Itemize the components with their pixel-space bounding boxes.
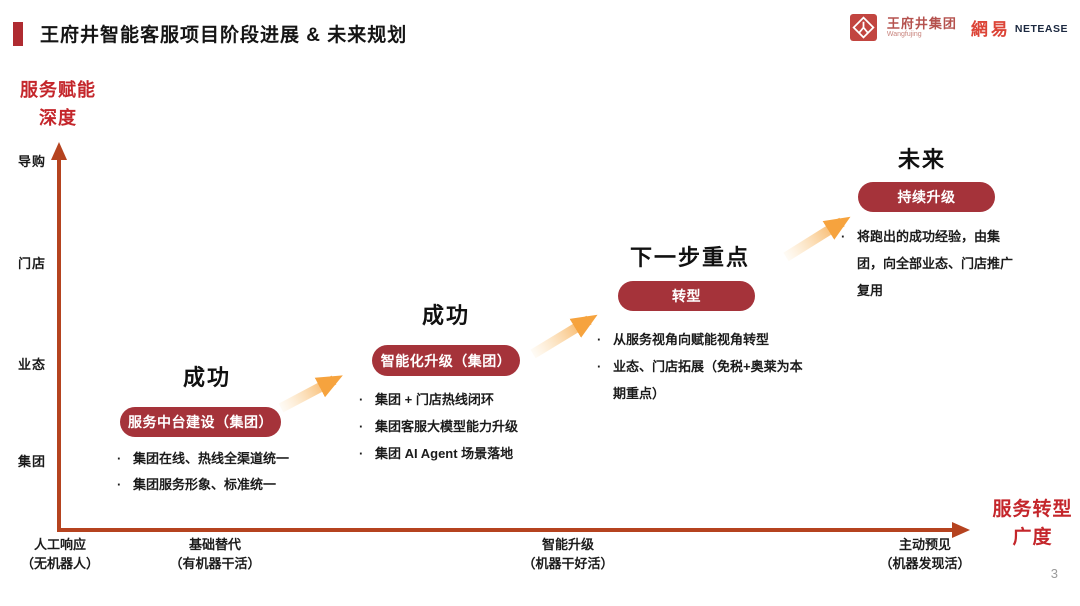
x-axis-label-line1: 服务转型 [992, 499, 1073, 520]
x-tick-3: 智能升级 （机器干好活） [503, 535, 633, 573]
bullet-dot: · [359, 392, 364, 407]
stage-arrow-3 [783, 216, 851, 262]
x-tick-1-line1: 人工响应 [33, 537, 86, 552]
x-tick-4-line1: 主动预见 [898, 537, 951, 552]
stage-4-heading: 未来 [897, 147, 946, 172]
stage-3-bullets: · 从服务视角向赋能视角转型 · 业态、门店拓展（免税+奥莱为本期重点） [597, 326, 809, 407]
title-accent-bar [13, 22, 23, 46]
wangfujing-logo-icon [849, 14, 877, 41]
bullet-dot: · [359, 419, 364, 434]
bullet-item: · 集团 + 门店热线闭环 [359, 386, 619, 413]
bullet-dot: · [117, 477, 122, 492]
wangfujing-name: 王府井集团 [886, 15, 957, 31]
y-axis-label-line1: 服务赋能 [20, 80, 96, 100]
bullet-item: · 将跑出的成功经验，由集团，向全部业态、门店推广复用 [841, 223, 1013, 304]
x-tick-4: 主动预见 （机器发现活） [860, 535, 990, 573]
bullet-text: 集团 AI Agent 场景落地 [375, 446, 514, 461]
bullet-dot: · [117, 451, 122, 466]
stage-1-bullets: · 集团在线、热线全渠道统一 · 集团服务形象、标准统一 [117, 446, 367, 498]
bullet-text: 将跑出的成功经验，由集团，向全部业态、门店推广复用 [857, 229, 1014, 298]
x-tick-3-line1: 智能升级 [541, 537, 594, 552]
stage-2-bullets: · 集团 + 门店热线闭环 · 集团客服大模型能力升级 · 集团 AI Agent 场… [359, 386, 619, 467]
bullet-text: 集团服务形象、标准统一 [133, 477, 277, 492]
stage-2-pill: 智能化升级（集团） [372, 345, 520, 376]
stage-3-heading: 下一步重点 [629, 245, 750, 270]
x-tick-3-line2: （机器干好活） [522, 556, 614, 571]
netease-cn: 網易 [970, 20, 1011, 39]
y-axis-label-line2: 深度 [39, 108, 77, 128]
bullet-item: · 集团服务形象、标准统一 [117, 472, 367, 498]
netease-logo: 網易 NETEASE [971, 15, 1068, 40]
x-tick-2: 基础替代 （有机器干活） [150, 535, 280, 573]
stage-3-pill: 转型 [618, 281, 755, 311]
bullet-item: · 集团 AI Agent 场景落地 [359, 440, 619, 467]
stage-arrow-2 [530, 314, 598, 359]
bullet-text: 集团客服大模型能力升级 [375, 419, 519, 434]
bullet-text: 集团 + 门店热线闭环 [375, 392, 494, 407]
y-axis-label: 服务赋能 深度 [8, 76, 108, 132]
bullet-item: · 业态、门店拓展（免税+奥莱为本期重点） [597, 353, 809, 407]
x-tick-1-line2: （无机器人） [20, 556, 99, 571]
netease-en: NETEASE [1014, 22, 1068, 35]
bullet-item: · 集团在线、热线全渠道统一 [117, 446, 367, 472]
bullet-text: 集团在线、热线全渠道统一 [133, 451, 290, 466]
bullet-item: · 从服务视角向赋能视角转型 [597, 326, 809, 353]
bullet-dot: · [841, 229, 846, 244]
stage-4-bullets: · 将跑出的成功经验，由集团，向全部业态、门店推广复用 [841, 223, 1013, 304]
bullet-dot: · [597, 359, 602, 374]
stage-2-heading: 成功 [421, 303, 470, 328]
bullet-dot: · [359, 446, 364, 461]
x-tick-2-line2: （有机器干活） [169, 556, 261, 571]
x-tick-2-line1: 基础替代 [188, 537, 241, 552]
wangfujing-sub: Wangfujing [886, 30, 922, 38]
bullet-dot: · [597, 332, 602, 347]
y-tick-mendian: 门店 [17, 256, 46, 271]
bullet-text: 从服务视角向赋能视角转型 [613, 332, 770, 347]
logo-row: 王府井集团 Wangfujing 網易 NETEASE [849, 14, 1068, 41]
x-axis-label: 服务转型 广度 [985, 496, 1080, 552]
page-number: 3 [1050, 566, 1058, 581]
stage-arrow-1 [278, 375, 343, 413]
y-tick-yetai: 业态 [17, 357, 46, 372]
bullet-item: · 集团客服大模型能力升级 [359, 413, 619, 440]
x-axis-label-line2: 广度 [1012, 527, 1053, 548]
page-title: 王府井智能客服项目阶段进展 & 未来规划 [40, 25, 408, 46]
x-tick-4-line2: （机器发现活） [879, 556, 971, 571]
x-tick-1: 人工响应 （无机器人） [0, 535, 125, 573]
y-tick-daogou: 导购 [17, 154, 46, 169]
bullet-text: 业态、门店拓展（免税+奥莱为本期重点） [613, 359, 803, 401]
stage-1-pill: 服务中台建设（集团） [120, 407, 281, 437]
y-tick-jituan: 集团 [17, 454, 46, 469]
wangfujing-logo-text: 王府井集团 Wangfujing [886, 15, 957, 39]
stage-4-pill: 持续升级 [858, 182, 995, 212]
stage-1-heading: 成功 [182, 365, 231, 390]
